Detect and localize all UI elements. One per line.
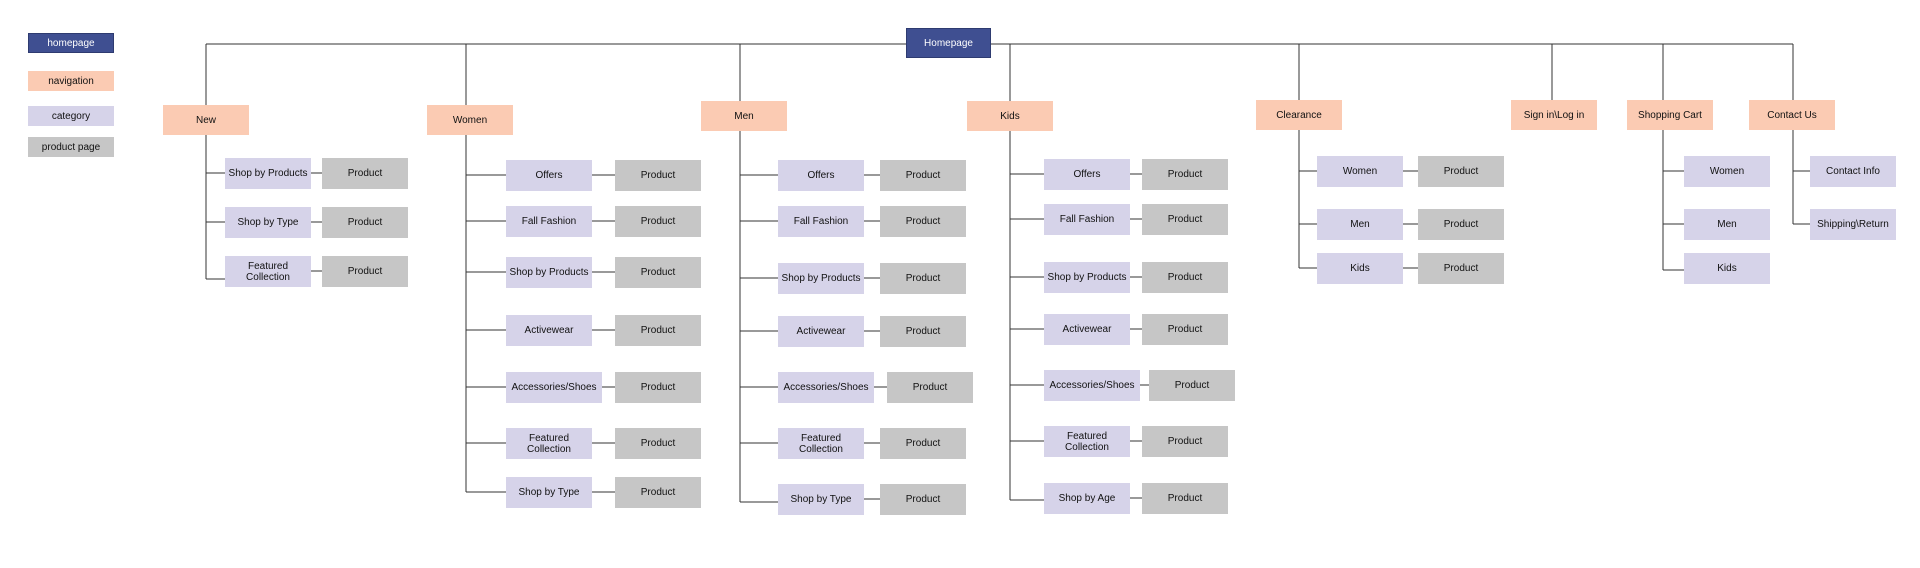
product-node[interactable]: Product [880,263,966,294]
category-node[interactable]: Shop by Products [225,158,311,189]
product-node[interactable]: Product [615,160,701,191]
product-node[interactable]: Product [1418,253,1504,284]
product-node[interactable]: Product [615,257,701,288]
category-node[interactable]: Featured Collection [778,428,864,459]
category-node[interactable]: Women [1317,156,1403,187]
legend-product-page: product page [28,137,114,157]
nav-node-kids[interactable]: Kids [967,101,1053,131]
category-node[interactable]: Shipping\Return [1810,209,1896,240]
category-node[interactable]: Shop by Type [506,477,592,508]
product-node[interactable]: Product [615,315,701,346]
category-node[interactable]: Shop by Age [1044,483,1130,514]
product-node[interactable]: Product [1418,156,1504,187]
category-node[interactable]: Shop by Products [778,263,864,294]
nav-node-clearance[interactable]: Clearance [1256,100,1342,130]
category-node[interactable]: Fall Fashion [1044,204,1130,235]
legend-homepage: homepage [28,33,114,53]
category-node[interactable]: Contact Info [1810,156,1896,187]
product-node[interactable]: Product [615,372,701,403]
product-node[interactable]: Product [1142,204,1228,235]
nav-node-sign-in[interactable]: Sign in\Log in [1511,100,1597,130]
category-node[interactable]: Activewear [506,315,592,346]
category-node[interactable]: Fall Fashion [506,206,592,237]
product-node[interactable]: Product [322,256,408,287]
product-node[interactable]: Product [1142,314,1228,345]
category-node[interactable]: Kids [1684,253,1770,284]
category-node[interactable]: Shop by Products [1044,262,1130,293]
category-node[interactable]: Shop by Type [225,207,311,238]
product-node[interactable]: Product [322,207,408,238]
category-node[interactable]: Featured Collection [225,256,311,287]
category-node[interactable]: Kids [1317,253,1403,284]
product-node[interactable]: Product [880,160,966,191]
nav-node-contact-us[interactable]: Contact Us [1749,100,1835,130]
category-node[interactable]: Men [1317,209,1403,240]
category-node[interactable]: Accessories/Shoes [778,372,874,403]
product-node[interactable]: Product [1149,370,1235,401]
product-node[interactable]: Product [1418,209,1504,240]
category-node[interactable]: Activewear [1044,314,1130,345]
category-node[interactable]: Offers [506,160,592,191]
category-node[interactable]: Featured Collection [506,428,592,459]
product-node[interactable]: Product [615,428,701,459]
nav-node-new[interactable]: New [163,105,249,135]
category-node[interactable]: Featured Collection [1044,426,1130,457]
category-node[interactable]: Offers [1044,159,1130,190]
product-node[interactable]: Product [887,372,973,403]
product-node[interactable]: Product [1142,262,1228,293]
category-node[interactable]: Fall Fashion [778,206,864,237]
nav-node-shopping-cart[interactable]: Shopping Cart [1627,100,1713,130]
legend-category: category [28,106,114,126]
homepage-node[interactable]: Homepage [906,28,991,58]
category-node[interactable]: Offers [778,160,864,191]
product-node[interactable]: Product [1142,159,1228,190]
category-node[interactable]: Men [1684,209,1770,240]
product-node[interactable]: Product [880,206,966,237]
category-node[interactable]: Activewear [778,316,864,347]
category-node[interactable]: Shop by Products [506,257,592,288]
product-node[interactable]: Product [615,477,701,508]
product-node[interactable]: Product [1142,483,1228,514]
product-node[interactable]: Product [880,484,966,515]
product-node[interactable]: Product [1142,426,1228,457]
product-node[interactable]: Product [880,428,966,459]
product-node[interactable]: Product [880,316,966,347]
category-node[interactable]: Accessories/Shoes [1044,370,1140,401]
category-node[interactable]: Women [1684,156,1770,187]
nav-node-women[interactable]: Women [427,105,513,135]
legend-navigation: navigation [28,71,114,91]
category-node[interactable]: Accessories/Shoes [506,372,602,403]
product-node[interactable]: Product [615,206,701,237]
category-node[interactable]: Shop by Type [778,484,864,515]
product-node[interactable]: Product [322,158,408,189]
nav-node-men[interactable]: Men [701,101,787,131]
